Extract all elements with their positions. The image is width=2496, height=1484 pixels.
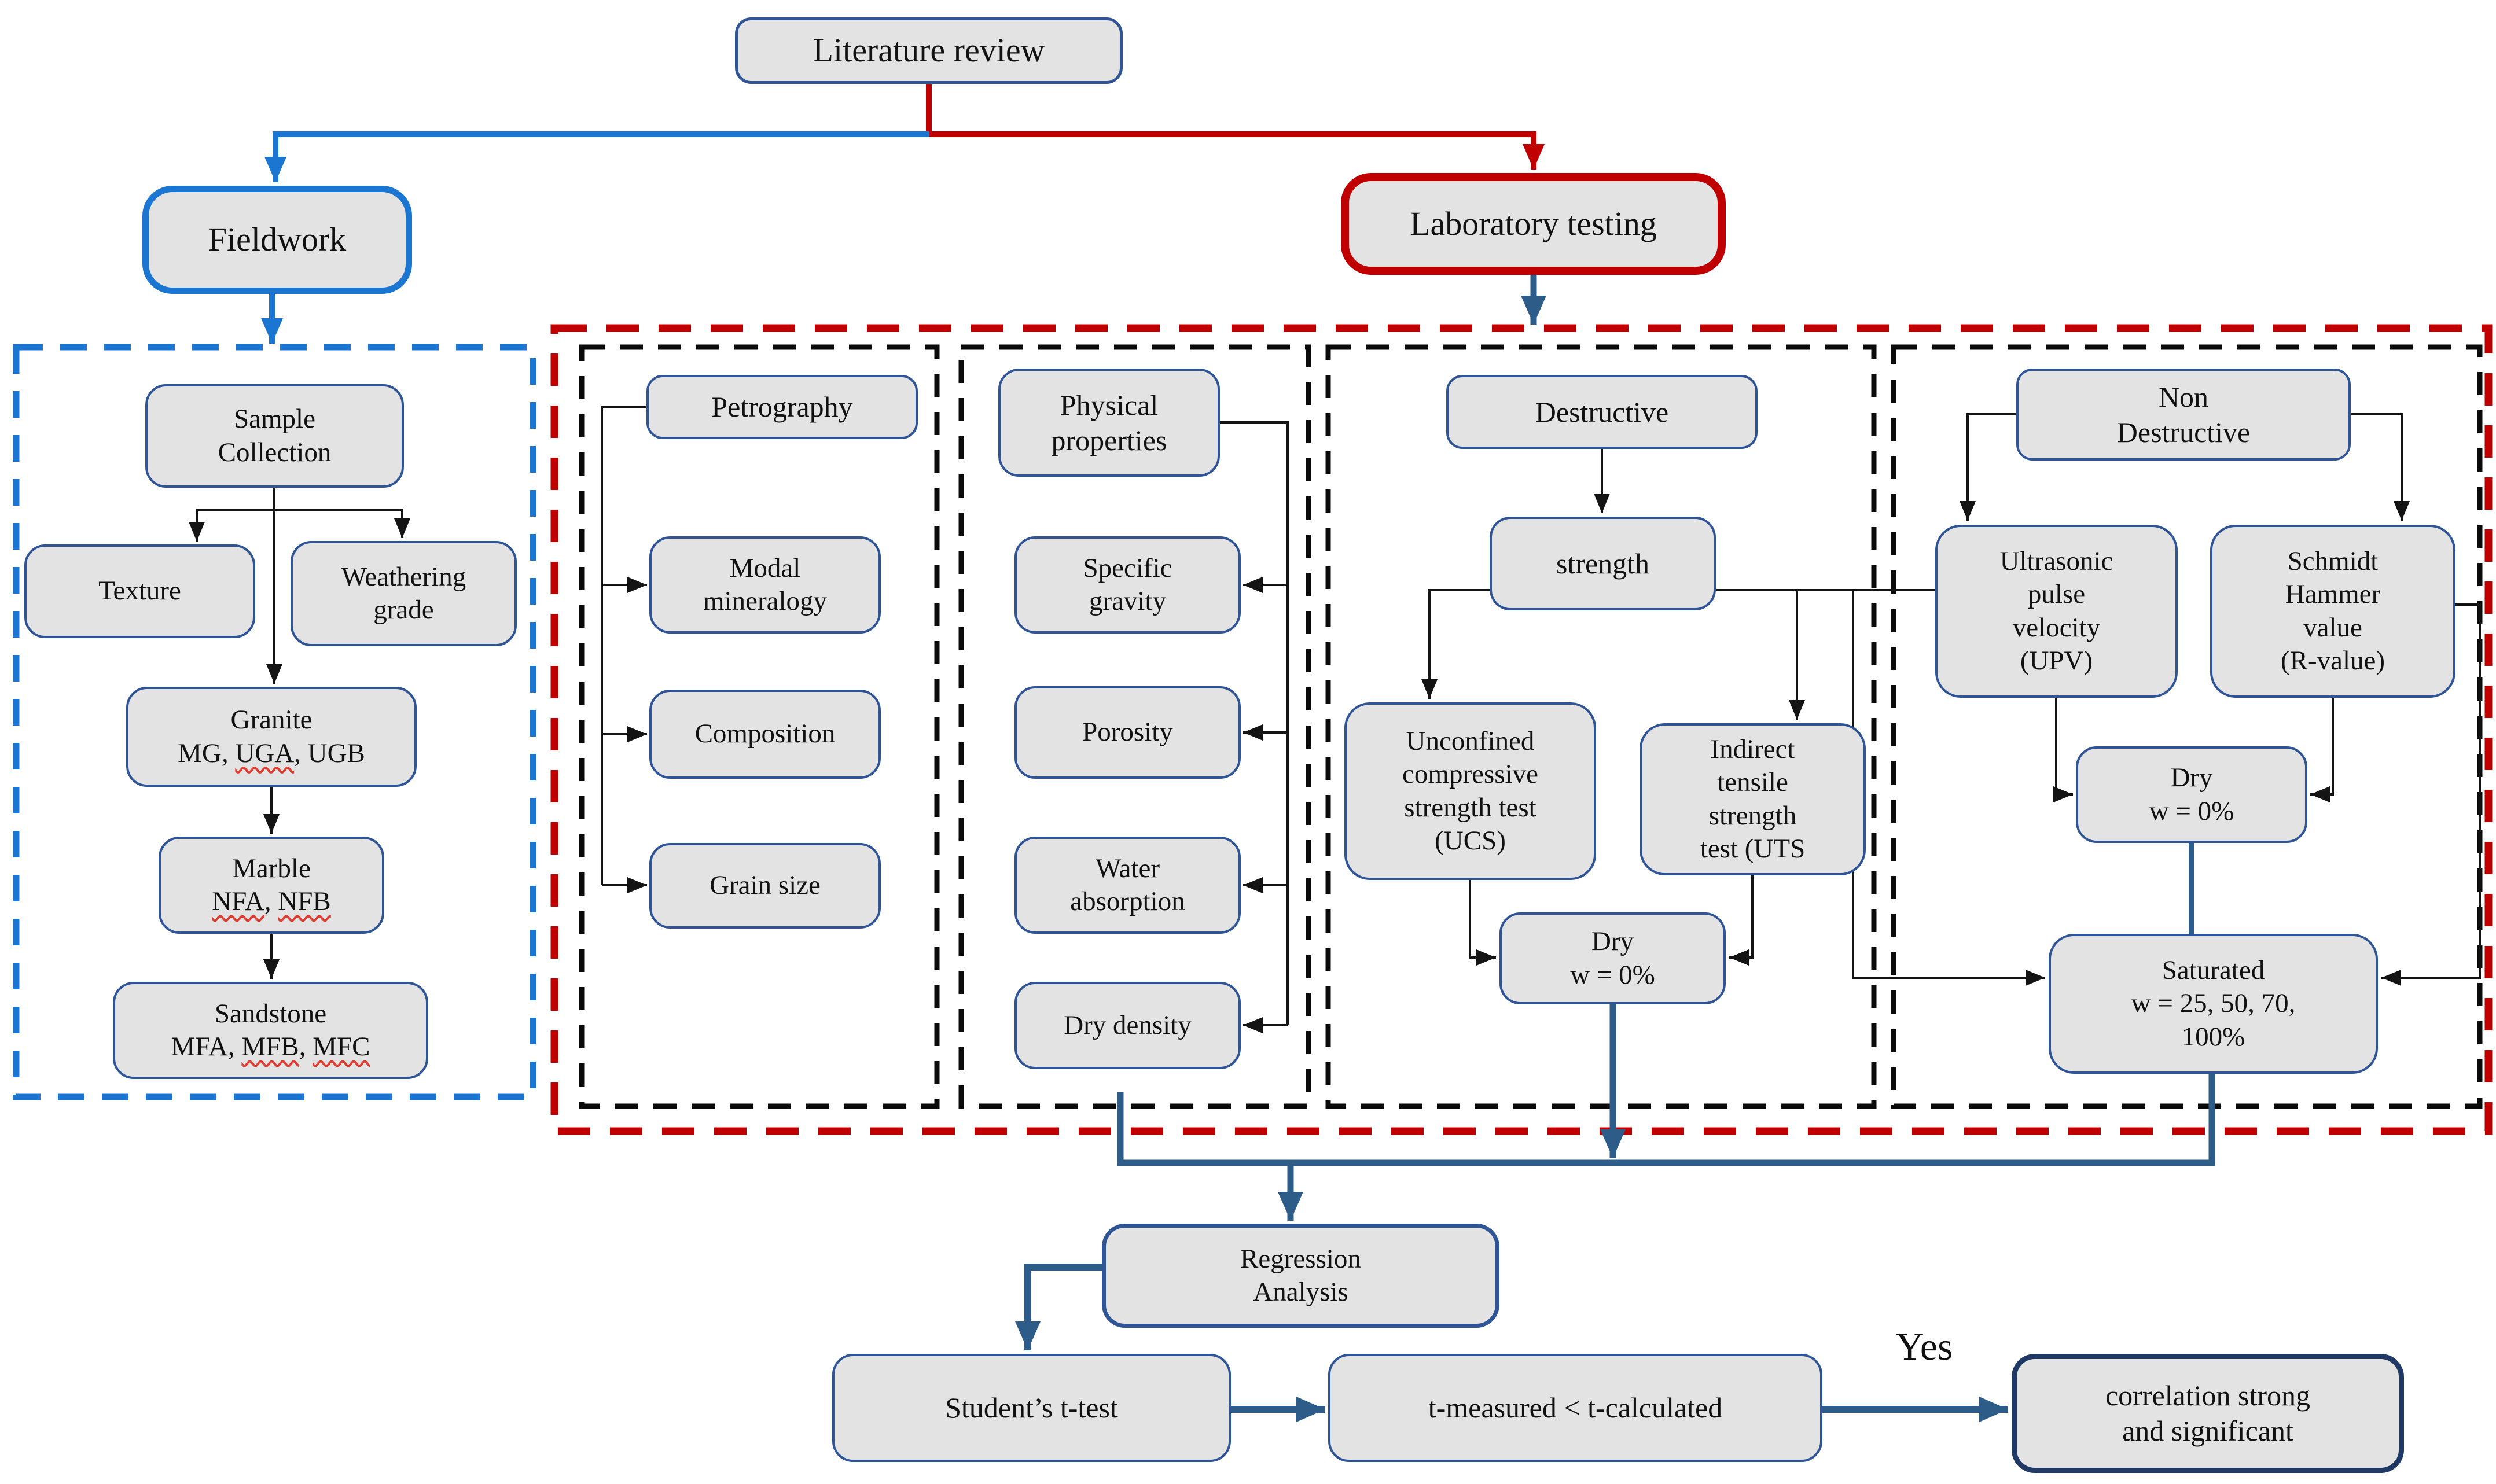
yes-branch-label: Yes	[1895, 1324, 1953, 1368]
arrow-uts-to-dry	[1729, 875, 1754, 966]
arrow-collection-to-texture	[189, 509, 274, 542]
node-non-destructive: Non Destructive	[2016, 369, 2351, 461]
node-petrography: Petrography	[646, 375, 918, 439]
node-correlation-result: correlation strong and significant	[2012, 1354, 2404, 1473]
fieldwork-group-outline	[13, 344, 536, 1100]
arrow-ucs-to-dry	[1469, 880, 1496, 966]
node-weathering-grade: Weathering grade	[291, 541, 517, 646]
petrography-group-outline	[579, 344, 940, 1109]
arrow-literature-to-fieldwork	[264, 131, 929, 182]
arrow-strength-to-ucs	[1421, 589, 1490, 699]
node-dry-destructive: Dry w = 0%	[1499, 912, 1726, 1004]
node-modal-mineralogy: Modal mineralogy	[649, 536, 881, 634]
wire-petrography-rail	[601, 406, 646, 885]
node-specific-gravity: Specific gravity	[1014, 536, 1241, 634]
node-water-absorption: Water absorption	[1014, 837, 1241, 934]
arrow-schmidt-to-saturated	[2381, 603, 2481, 986]
wire-physical-rail	[1220, 421, 1289, 1025]
node-laboratory-testing: Laboratory testing	[1341, 173, 1726, 275]
physical-group-outline	[958, 344, 1311, 1109]
node-porosity: Porosity	[1014, 686, 1241, 779]
node-regression-analysis: Regression Analysis	[1102, 1224, 1499, 1328]
node-dry-nondestructive: Dry w = 0%	[2076, 746, 2307, 843]
arrow-rail-to-saturated-left	[1852, 590, 2045, 986]
arrow-schmidt-to-dry	[2310, 698, 2334, 802]
node-grain-size: Grain size	[649, 843, 881, 929]
arrow-nond-to-upv	[1960, 413, 2016, 521]
node-literature-review: Literature review	[735, 17, 1123, 84]
node-sandstone: Sandstone MFA, MFB, MFC	[113, 982, 428, 1079]
node-upv: Ultrasonic pulse velocity (UPV)	[1935, 525, 2178, 698]
node-destructive: Destructive	[1446, 375, 1758, 449]
node-strength: strength	[1490, 517, 1716, 610]
wire-merge-bus	[1117, 1074, 2215, 1166]
node-saturated: Saturated w = 25, 50, 70, 100%	[2049, 934, 2378, 1074]
node-physical-properties: Physical properties	[998, 369, 1220, 477]
arrow-nond-to-schmidt	[2351, 413, 2410, 521]
arrow-regression-to-student	[1015, 1264, 1102, 1350]
arrow-upv-to-dry	[2053, 698, 2073, 802]
node-texture: Texture	[24, 544, 255, 638]
node-fieldwork: Fieldwork	[142, 186, 412, 294]
node-t-compare: t-measured < t-calculated	[1328, 1354, 1822, 1462]
laboratory-group-outline	[550, 324, 2493, 1135]
node-ucs: Unconfined compressive strength test (UC…	[1344, 702, 1596, 880]
arrow-literature-to-laboratory	[929, 131, 1545, 170]
node-schmidt-hammer: Schmidt Hammer value (R-value)	[2210, 525, 2455, 698]
node-composition: Composition	[649, 690, 881, 779]
node-uts: Indirect tensile strength test (UTS	[1640, 723, 1866, 875]
destructive-group-outline	[1325, 344, 1877, 1109]
node-dry-density: Dry density	[1014, 982, 1241, 1069]
node-marble: Marble NFA, NFB	[159, 837, 384, 934]
node-sample-collection: Sample Collection	[145, 384, 404, 488]
node-granite: Granite MG, UGA, UGB	[126, 687, 417, 787]
arrow-collection-to-weathering	[274, 509, 410, 538]
node-student-t-test: Student’s t-test	[832, 1354, 1231, 1462]
